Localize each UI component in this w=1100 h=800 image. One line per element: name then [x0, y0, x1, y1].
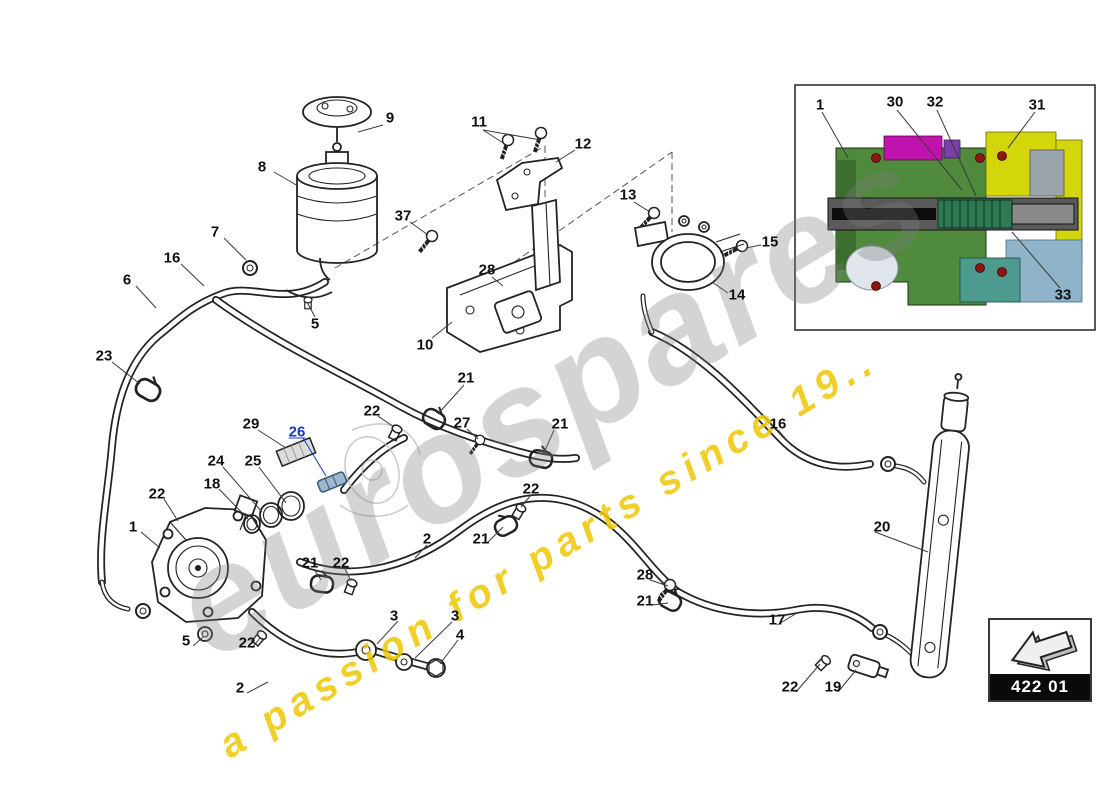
callout-26[interactable]: 26 — [288, 423, 306, 441]
reservoir — [285, 96, 378, 310]
callout-27[interactable]: 27 — [453, 414, 471, 432]
callout-5[interactable]: 5 — [310, 315, 320, 333]
callout-21[interactable]: 21 — [457, 369, 475, 387]
callout-9[interactable]: 9 — [385, 109, 395, 127]
callout-37[interactable]: 37 — [394, 207, 412, 225]
callout-4[interactable]: 4 — [455, 626, 465, 644]
callout-22[interactable]: 22 — [781, 678, 799, 696]
callout-32[interactable]: 32 — [926, 93, 944, 111]
callout-7[interactable]: 7 — [210, 223, 220, 241]
callout-18[interactable]: 18 — [203, 475, 221, 493]
callout-6[interactable]: 6 — [122, 271, 132, 289]
callout-12[interactable]: 12 — [574, 135, 592, 153]
callout-16[interactable]: 16 — [769, 415, 787, 433]
callout-22[interactable]: 22 — [148, 485, 166, 503]
callout-5[interactable]: 5 — [181, 632, 191, 650]
callout-21[interactable]: 21 — [551, 415, 569, 433]
callout-21[interactable]: 21 — [472, 530, 490, 548]
part-group-badge: 422 01 — [988, 618, 1092, 702]
callout-25[interactable]: 25 — [244, 452, 262, 470]
callout-22[interactable]: 22 — [238, 634, 256, 652]
callout-13[interactable]: 13 — [619, 186, 637, 204]
inset-cutaway — [794, 84, 1096, 331]
callout-2[interactable]: 2 — [235, 679, 245, 697]
callout-23[interactable]: 23 — [95, 347, 113, 365]
callout-3[interactable]: 3 — [450, 607, 460, 625]
callout-1[interactable]: 1 — [128, 518, 138, 536]
callout-24[interactable]: 24 — [207, 452, 225, 470]
leader-lines — [111, 109, 1061, 694]
callout-3[interactable]: 3 — [389, 607, 399, 625]
callout-33[interactable]: 33 — [1054, 286, 1072, 304]
seals-and-fitting — [243, 436, 348, 534]
direction-arrow-icon — [1010, 630, 1078, 672]
callout-19[interactable]: 19 — [824, 678, 842, 696]
cooler — [847, 373, 970, 679]
callout-22[interactable]: 22 — [332, 554, 350, 572]
sleeve — [275, 436, 317, 468]
part-group-code: 422 01 — [990, 674, 1090, 700]
callout-17[interactable]: 17 — [768, 611, 786, 629]
sensor — [847, 653, 890, 679]
union-fitting — [316, 471, 348, 493]
callout-22[interactable]: 22 — [522, 480, 540, 498]
callout-11[interactable]: 11 — [471, 113, 487, 131]
callout-10[interactable]: 10 — [416, 336, 434, 354]
callout-22[interactable]: 22 — [363, 402, 381, 420]
pump — [151, 494, 267, 642]
callout-28[interactable]: 28 — [636, 566, 654, 584]
callout-8[interactable]: 8 — [257, 158, 267, 176]
callout-31[interactable]: 31 — [1028, 96, 1046, 114]
callout-30[interactable]: 30 — [886, 93, 904, 111]
callout-15[interactable]: 15 — [761, 233, 779, 251]
fasteners — [131, 124, 833, 673]
clamp-band — [651, 233, 745, 291]
callout-21[interactable]: 21 — [301, 554, 319, 572]
banjo-fittings — [355, 639, 446, 678]
hoses — [97, 278, 927, 672]
callout-21[interactable]: 21 — [636, 592, 654, 610]
callout-20[interactable]: 20 — [873, 518, 891, 536]
callout-14[interactable]: 14 — [728, 286, 746, 304]
callout-2[interactable]: 2 — [422, 530, 432, 548]
callout-16[interactable]: 16 — [163, 249, 181, 267]
callout-1[interactable]: 1 — [815, 96, 825, 114]
callout-29[interactable]: 29 — [242, 415, 260, 433]
callout-28[interactable]: 28 — [478, 261, 496, 279]
